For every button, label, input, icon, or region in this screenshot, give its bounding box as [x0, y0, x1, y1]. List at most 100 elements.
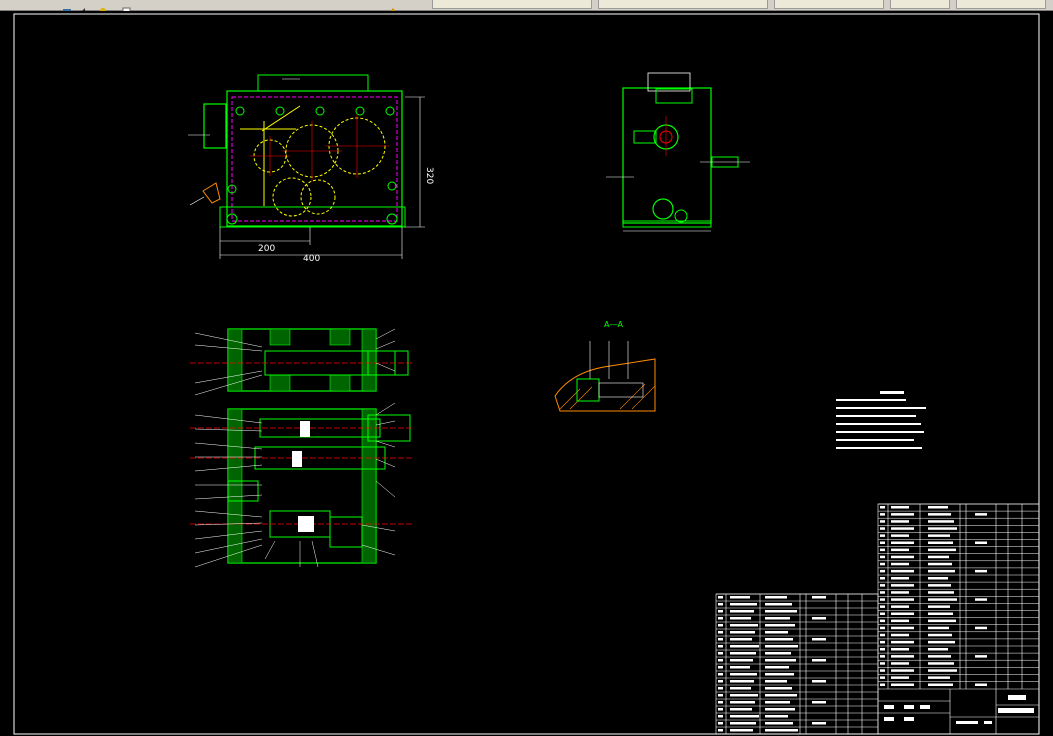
table-cell-mark: [928, 683, 953, 686]
table-cell-mark: [975, 569, 987, 573]
table-cell-mark: [765, 652, 791, 655]
table-cell-mark: [891, 676, 909, 679]
table-cell-mark: [975, 683, 987, 686]
table-cell-mark: [718, 603, 723, 606]
table-cell-mark: [880, 506, 885, 509]
table-cell-mark: [928, 569, 955, 573]
table-cell-mark: [975, 541, 987, 544]
table-cell-mark: [880, 683, 885, 686]
table-cell-mark: [765, 673, 794, 676]
table-cell-mark: [928, 619, 956, 623]
table-cell-mark: [730, 680, 754, 683]
section-label: A—A: [604, 320, 623, 329]
table-cell-mark: [880, 520, 885, 523]
toolbar-tab-1[interactable]: [432, 0, 592, 9]
table-cell-mark: [928, 534, 950, 537]
table-cell-mark: [765, 645, 798, 648]
table-cell-mark: [880, 612, 885, 615]
table-cell-mark: [891, 513, 914, 516]
table-cell-mark: [928, 662, 954, 665]
toolbar-tab-4[interactable]: [890, 0, 950, 9]
table-cell-mark: [718, 666, 723, 669]
table-cell-mark: [891, 569, 914, 573]
table-cell-mark: [765, 694, 797, 697]
table-cell-mark: [928, 513, 951, 516]
table-cell-mark: [891, 662, 909, 665]
table-cell-mark: [765, 722, 793, 725]
layer-icon[interactable]: [122, 0, 132, 15]
table-cell-mark: [928, 506, 948, 509]
table-cell-mark: [880, 676, 885, 679]
table-cell-mark: [765, 680, 787, 683]
toolbar-tab-2[interactable]: [598, 0, 768, 9]
table-cell-mark: [891, 555, 914, 559]
drawing-frame: [13, 13, 1040, 735]
table-cell-mark: [718, 708, 723, 711]
table-cell-mark: [891, 520, 909, 523]
table-cell-mark: [812, 701, 826, 704]
table-cell-mark: [928, 541, 953, 544]
table-cell-mark: [928, 527, 957, 530]
undo-icon[interactable]: [80, 0, 90, 14]
table-cell-mark: [765, 729, 798, 732]
side-view: [606, 72, 750, 232]
table-cell-mark: [718, 631, 723, 634]
table-cell-mark: [880, 655, 885, 658]
table-cell-mark: [880, 619, 885, 623]
table-cell-mark: [880, 640, 885, 644]
table-cell-mark: [718, 694, 723, 697]
dimension-half-label: 200: [258, 244, 275, 254]
title-block: [884, 695, 1034, 724]
table-cell-mark: [730, 638, 752, 641]
toolbar-tab-5[interactable]: [956, 0, 1046, 9]
table-cell-mark: [765, 624, 795, 627]
table-cell-mark: [891, 577, 909, 580]
table-cell-mark: [891, 598, 914, 601]
table-cell-mark: [928, 520, 954, 523]
cad-drawing: 320 200 400 A—A: [13, 13, 1040, 735]
table-cell-mark: [718, 652, 723, 655]
table-cell-mark: [765, 638, 793, 641]
table-cell-mark: [718, 729, 723, 732]
table-cell-mark: [718, 645, 723, 648]
table-cell-mark: [928, 655, 951, 658]
table-cell-mark: [891, 640, 914, 644]
table-cell-mark: [730, 659, 753, 662]
table-cell-mark: [730, 666, 750, 669]
table-cell-mark: [928, 591, 954, 594]
table-cell-mark: [718, 659, 723, 662]
table-cell-mark: [880, 555, 885, 559]
table-cell-mark: [891, 591, 909, 594]
redo-icon[interactable]: [98, 0, 108, 14]
properties-icon[interactable]: [388, 0, 398, 13]
table-cell-mark: [765, 659, 796, 662]
table-cell-mark: [928, 612, 953, 615]
table-cell-mark: [891, 669, 914, 672]
table-cell-mark: [730, 652, 756, 655]
table-cell-mark: [928, 598, 957, 601]
drawing-viewport[interactable]: 320 200 400 A—A: [0, 11, 1053, 736]
table-cell-mark: [880, 562, 885, 566]
table-cell-mark: [730, 631, 755, 634]
table-cell-mark: [765, 701, 790, 704]
table-cell-mark: [891, 562, 909, 566]
table-cell-mark: [880, 569, 885, 573]
table-cell-mark: [891, 633, 909, 637]
table-cell-mark: [891, 626, 914, 630]
toolbar-tab-3[interactable]: [774, 0, 884, 9]
table-cell-mark: [730, 610, 754, 613]
plan-section-view: [190, 328, 412, 568]
table-cell-mark: [718, 624, 723, 627]
application-toolbar: [0, 0, 1053, 15]
table-cell-mark: [880, 669, 885, 672]
table-cell-mark: [765, 708, 795, 711]
table-cell-mark: [718, 596, 723, 599]
table-cell-mark: [880, 584, 885, 587]
table-cell-mark: [765, 715, 788, 718]
table-cell-mark: [765, 603, 792, 606]
open-icon[interactable]: [62, 0, 72, 14]
table-cell-mark: [891, 655, 914, 658]
table-cell-mark: [718, 680, 723, 683]
table-cell-mark: [928, 577, 948, 580]
table-cell-mark: [880, 534, 885, 537]
